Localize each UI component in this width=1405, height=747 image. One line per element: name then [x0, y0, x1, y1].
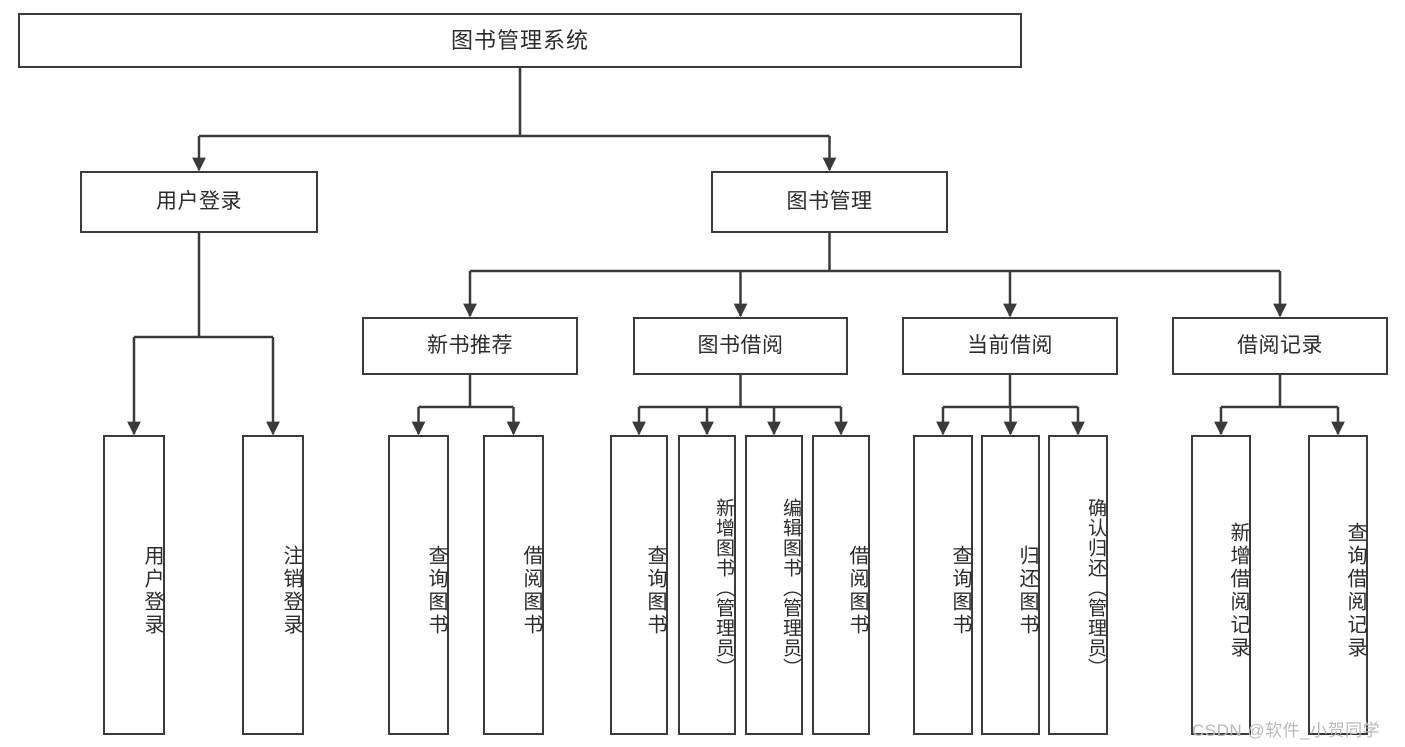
node-label: 借阅图书: [846, 545, 868, 637]
node-leaf-add-record[interactable]: 新增借阅记录: [1191, 435, 1251, 735]
node-leaf-edit-book[interactable]: 编辑图书（管理员）: [745, 435, 803, 735]
node-label: 图书管理: [786, 189, 873, 213]
node-book-manage[interactable]: 图书管理: [711, 171, 948, 233]
node-label: 查询图书: [425, 545, 447, 637]
node-label: 查询图书: [949, 545, 971, 637]
node-leaf-user-login[interactable]: 用户登录: [103, 435, 165, 735]
node-leaf-borrow-book-2[interactable]: 借阅图书: [812, 435, 870, 735]
node-label: 借阅图书: [520, 545, 542, 637]
watermark-text: CSDN @软件_小贺同学: [1192, 721, 1381, 740]
node-label: 确认归还（管理员）: [1085, 498, 1106, 678]
node-borrow-record[interactable]: 借阅记录: [1172, 317, 1388, 375]
node-leaf-borrow-book-1[interactable]: 借阅图书: [483, 435, 544, 735]
node-leaf-confirm-return[interactable]: 确认归还（管理员）: [1048, 435, 1108, 735]
node-label: 图书借阅: [697, 333, 784, 357]
node-label: 注销登录: [280, 545, 302, 637]
node-leaf-query-book-2[interactable]: 查询图书: [610, 435, 668, 735]
node-label: 借阅记录: [1237, 333, 1323, 357]
node-label: 查询借阅记录: [1344, 522, 1366, 660]
node-root-system[interactable]: 图书管理系统: [18, 13, 1022, 68]
node-label: 图书管理系统: [450, 27, 589, 53]
node-leaf-user-logout[interactable]: 注销登录: [242, 435, 304, 735]
node-label: 编辑图书（管理员）: [780, 498, 801, 678]
node-current-borrow[interactable]: 当前借阅: [902, 317, 1118, 375]
node-label: 新增图书（管理员）: [713, 498, 734, 678]
node-book-borrow[interactable]: 图书借阅: [633, 317, 848, 375]
node-leaf-query-record[interactable]: 查询借阅记录: [1308, 435, 1368, 735]
node-label: 归还图书: [1016, 545, 1038, 637]
node-user-login[interactable]: 用户登录: [80, 171, 318, 233]
node-label: 新增借阅记录: [1227, 522, 1249, 660]
node-label: 查询图书: [644, 545, 666, 637]
node-leaf-return-book[interactable]: 归还图书: [981, 435, 1040, 735]
node-leaf-add-book[interactable]: 新增图书（管理员）: [678, 435, 736, 735]
watermark: CSDN @软件_小贺同学: [1192, 716, 1380, 741]
node-label: 当前借阅: [967, 333, 1053, 357]
node-new-book-rec[interactable]: 新书推荐: [362, 317, 578, 375]
node-leaf-query-book-1[interactable]: 查询图书: [388, 435, 449, 735]
node-label: 新书推荐: [427, 333, 513, 357]
node-label: 用户登录: [141, 545, 163, 637]
node-leaf-query-book-3[interactable]: 查询图书: [913, 435, 973, 735]
node-label: 用户登录: [156, 189, 242, 213]
